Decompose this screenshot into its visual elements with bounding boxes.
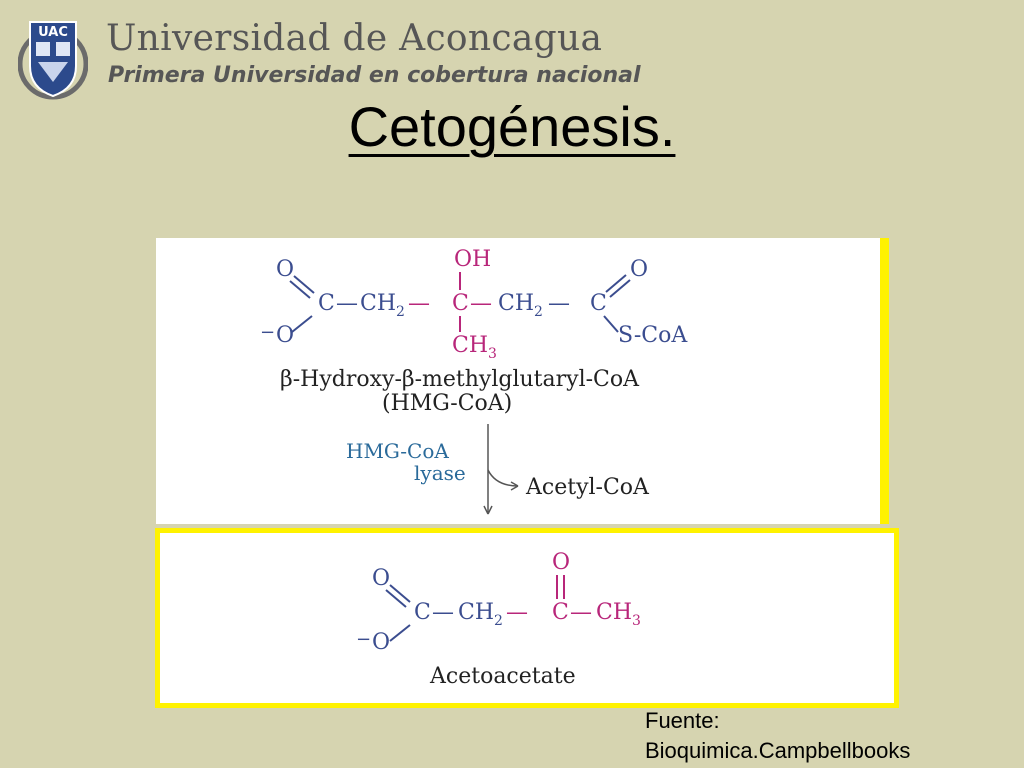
university-logo: UAC bbox=[18, 21, 88, 100]
charge-minus: − bbox=[356, 629, 371, 650]
source-reference: Bioquimica.Campbellbooks bbox=[645, 738, 911, 763]
slide-title: Cetogénesis. bbox=[348, 95, 676, 158]
university-name: Universidad de Aconcagua bbox=[106, 18, 603, 59]
atom-o: O bbox=[276, 323, 294, 348]
bond: — bbox=[408, 291, 430, 316]
atom-scoa: S-CoA bbox=[618, 323, 688, 348]
enzyme-name: HMG-CoA bbox=[346, 439, 449, 463]
bond: — bbox=[432, 600, 454, 625]
university-tagline: Primera Universidad en cobertura naciona… bbox=[108, 63, 641, 88]
slide-header: UAC Universidad de Aconcagua Primera Uni… bbox=[0, 0, 1024, 110]
atom-ch2: CH bbox=[458, 600, 494, 625]
atom-o: O bbox=[276, 257, 294, 282]
atom-o: O bbox=[552, 550, 570, 575]
atom-o: O bbox=[372, 630, 390, 655]
bond: — bbox=[548, 291, 570, 316]
acetoacetate-structure: O C — CH 2 — C — CH 3 O − O Acetoacetate bbox=[356, 550, 641, 689]
atom-oh: OH bbox=[454, 247, 491, 272]
subscript: 2 bbox=[494, 613, 503, 629]
side-arrow bbox=[487, 469, 519, 487]
atom-c: C bbox=[414, 600, 431, 625]
logo-text: UAC bbox=[38, 25, 68, 40]
atom-o: O bbox=[372, 566, 390, 591]
atom-ch2: CH bbox=[360, 291, 396, 316]
subscript: 2 bbox=[534, 304, 543, 320]
source-citation: Fuente: Bioquimica.Campbellbooks bbox=[645, 706, 910, 766]
atom-ch2: CH bbox=[498, 291, 534, 316]
subscript: 2 bbox=[396, 304, 405, 320]
atom-c: C bbox=[318, 291, 335, 316]
atom-ch3: CH bbox=[452, 333, 488, 358]
bond: — bbox=[570, 600, 592, 625]
enzyme-type: lyase bbox=[414, 461, 466, 485]
substrate-name: β-Hydroxy-β-methylglutaryl-CoA bbox=[280, 367, 640, 392]
bond: — bbox=[336, 291, 358, 316]
bond: — bbox=[470, 291, 492, 316]
substrate-abbrev: (HMG-CoA) bbox=[382, 391, 512, 416]
hmg-coa-structure: O C — CH 2 — C — CH 2 — C O − O OH CH 3 … bbox=[260, 247, 688, 515]
source-label: Fuente: bbox=[645, 708, 720, 733]
atom-ch3: CH bbox=[596, 600, 632, 625]
charge-minus: − bbox=[260, 322, 275, 343]
byproduct-label: Acetyl-CoA bbox=[525, 475, 650, 500]
acetoacetate-panel: O C — CH 2 — C — CH 3 O − O Acetoacetate bbox=[155, 528, 899, 708]
subscript: 3 bbox=[632, 613, 641, 629]
subscript: 3 bbox=[488, 346, 497, 362]
hmg-coa-panel: O C — CH 2 — C — CH 2 — C O − O OH CH 3 … bbox=[156, 238, 889, 524]
product-name: Acetoacetate bbox=[429, 664, 576, 689]
atom-c: C bbox=[552, 600, 569, 625]
bond: — bbox=[506, 600, 528, 625]
atom-c: C bbox=[590, 291, 607, 316]
atom-o: O bbox=[630, 257, 648, 282]
atom-c-center: C bbox=[452, 291, 469, 316]
